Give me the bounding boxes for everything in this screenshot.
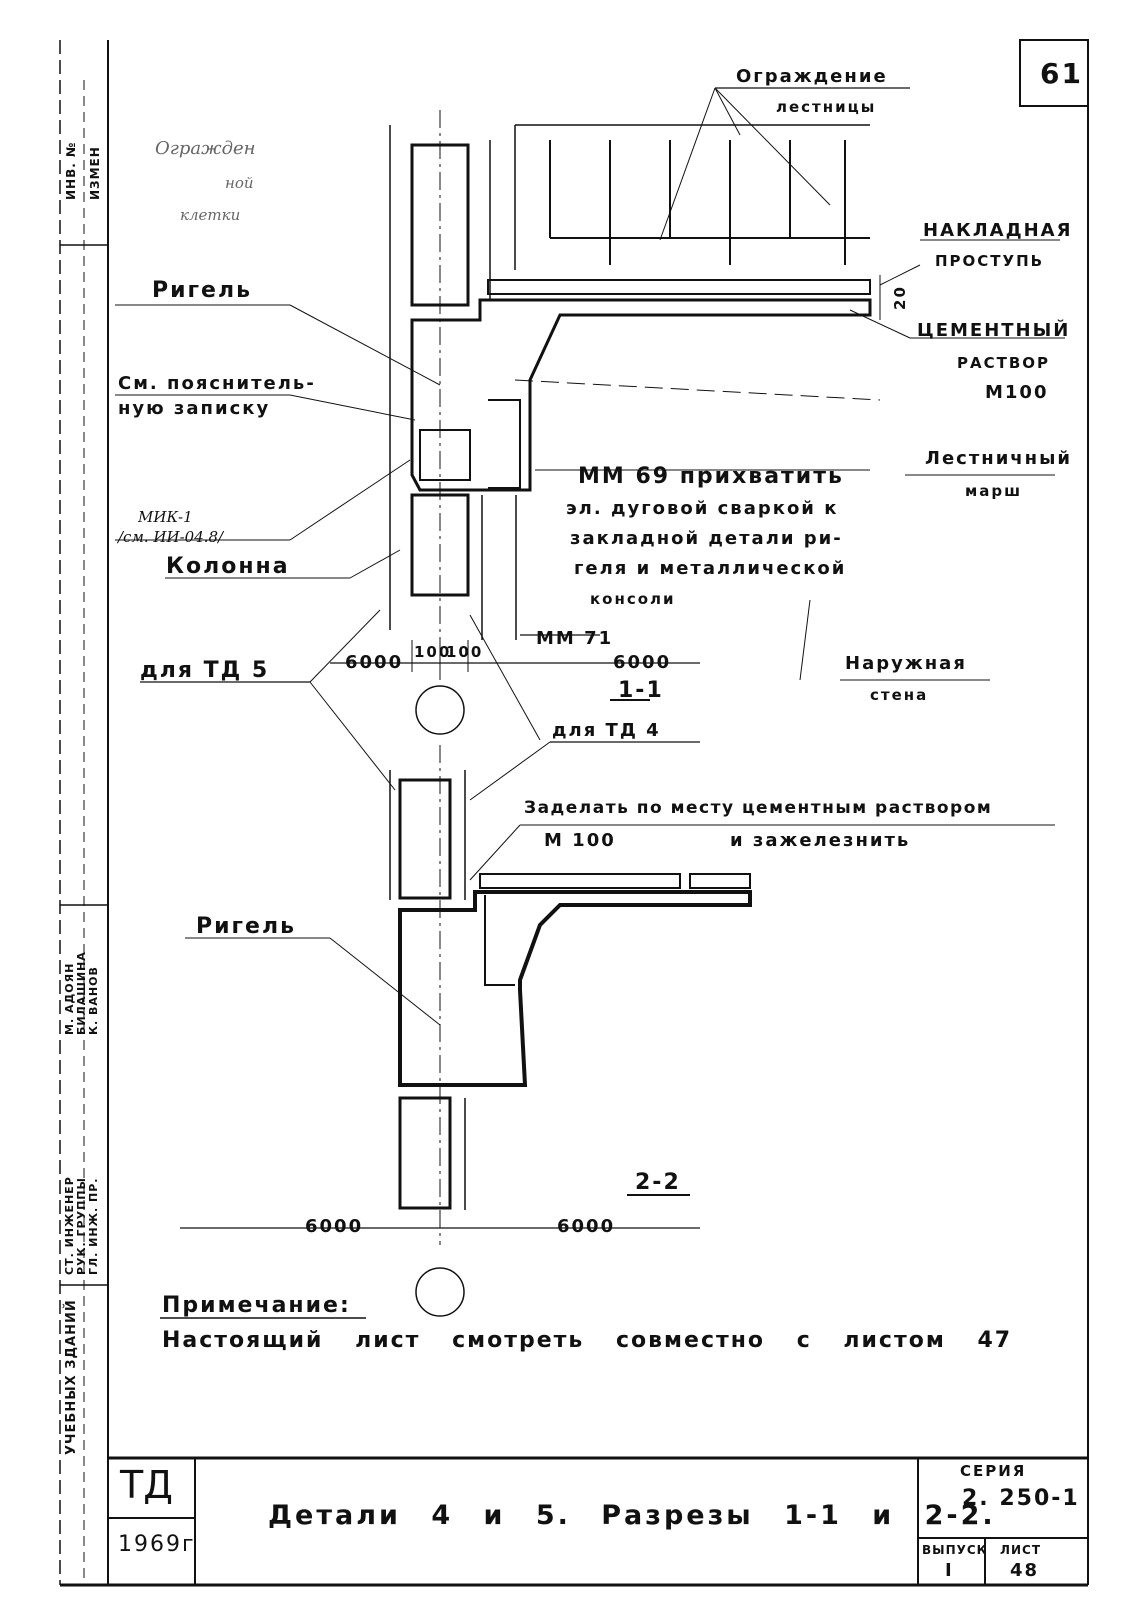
corner-number-box [1019,39,1089,107]
label-wall-2: стена [870,686,929,704]
stair-plate-1 [487,279,871,295]
label-dim-100-b: 100 [446,643,484,661]
sheet-value: 48 [1010,1560,1040,1581]
label-dla-td4: для ТД 4 [552,720,661,741]
label-mik-ref: /см. ИИ-04.8/ [118,528,224,546]
label-dim-20: 20 [890,285,909,310]
label-m100-top: М100 [985,382,1049,403]
sheet-label: ЛИСТ [1000,1543,1042,1557]
label-mm69-3: закладной детали ри- [570,528,843,549]
corner-sheet-number: 61 [1040,57,1083,90]
series-label: СЕРИЯ [960,1462,1027,1480]
label-dim-6000-right-2: 6000 [557,1216,616,1237]
label-marsh: марш [965,482,1023,500]
section-1-1 [115,87,1065,791]
label-mm69: ММ 69 прихватить [578,464,844,489]
note-text: Настоящий лист смотреть совместно с лист… [162,1328,1013,1353]
label-section-2-2: 2-2 [635,1170,681,1195]
label-nakladnaya: НАКЛАДНАЯ [923,220,1073,241]
rigel-2 [398,890,752,1087]
label-dla-td5: для ТД 5 [140,658,270,683]
label-dim-6000-right-1: 6000 [613,652,672,673]
label-wall: Наружная [845,653,967,674]
label-kolonna: Колонна [166,554,290,579]
label-dim-100-a: 100 [414,643,452,661]
upper-column-2 [398,778,452,900]
label-mik: МИК-1 [138,508,193,526]
series-value: 2. 250-1 [962,1486,1080,1511]
label-cement: ЦЕМЕНТНЫЙ [917,320,1071,341]
margin-izm: ИЗМЕН [88,146,102,200]
label-lestnicy: лестницы [776,98,877,116]
label-ograzh-left-2: ной [225,174,254,192]
label-zadelat: Заделать по месту цементным раствором [524,798,993,818]
label-see-note-2: ную записку [118,398,271,419]
section-2-2 [160,741,1055,1319]
label-mm69-4: геля и металлической [574,558,847,579]
upper-column-1 [410,143,470,307]
issue-value: I [945,1560,954,1581]
lower-column-2 [398,1096,452,1210]
label-mm71: ММ 71 [536,628,614,649]
note-heading: Примечание: [162,1293,351,1318]
label-dim-6000-left-2: 6000 [305,1216,364,1237]
label-rigel-1: Ригель [152,278,252,303]
sheet-title: Детали 4 и 5. Разрезы 1-1 и 2-2. [268,1500,996,1531]
stair-plate-2b [689,873,751,889]
label-dim-6000-left-1: 6000 [345,652,404,673]
console-1 [419,429,471,481]
lower-column-1 [410,493,470,597]
label-mm69-2: эл. дуговой сваркой к [566,498,839,519]
label-section-1-1: 1-1 [618,678,664,703]
label-ograzh-left-1: Огражден [155,138,256,159]
title-td-mark: ТД [120,1463,173,1507]
margin-role-3: ГЛ. ИНЖ. ПР. [87,1177,100,1276]
label-rastvor: РАСТВОР [957,354,1051,372]
margin-name-3: К. ВАНОВ [87,966,100,1035]
label-ograzh-left-3: клетки [180,206,241,224]
rigel-1 [410,298,872,492]
margin-inv-no: ИНВ. № [64,141,78,200]
margin-vertical-title: УЧЕБНЫХ ЗДАНИЙ [64,1299,79,1455]
label-ograzhdenie: Ограждение [736,66,888,87]
label-rigel-2: Ригель [196,914,296,939]
label-mm69-5: консоли [590,590,676,608]
label-lestnichny: Лестничный [925,448,1072,469]
label-zadelat-3: и зажелезнить [730,830,911,851]
label-zadelat-m100: М 100 [544,830,616,851]
label-prostup: ПРОСТУПЬ [935,252,1045,270]
stair-plate-2a [479,873,681,889]
label-see-note-1: См. пояснитель- [118,373,316,394]
title-year: 1969г [118,1532,196,1557]
issue-label: ВЫПУСК [922,1543,988,1557]
